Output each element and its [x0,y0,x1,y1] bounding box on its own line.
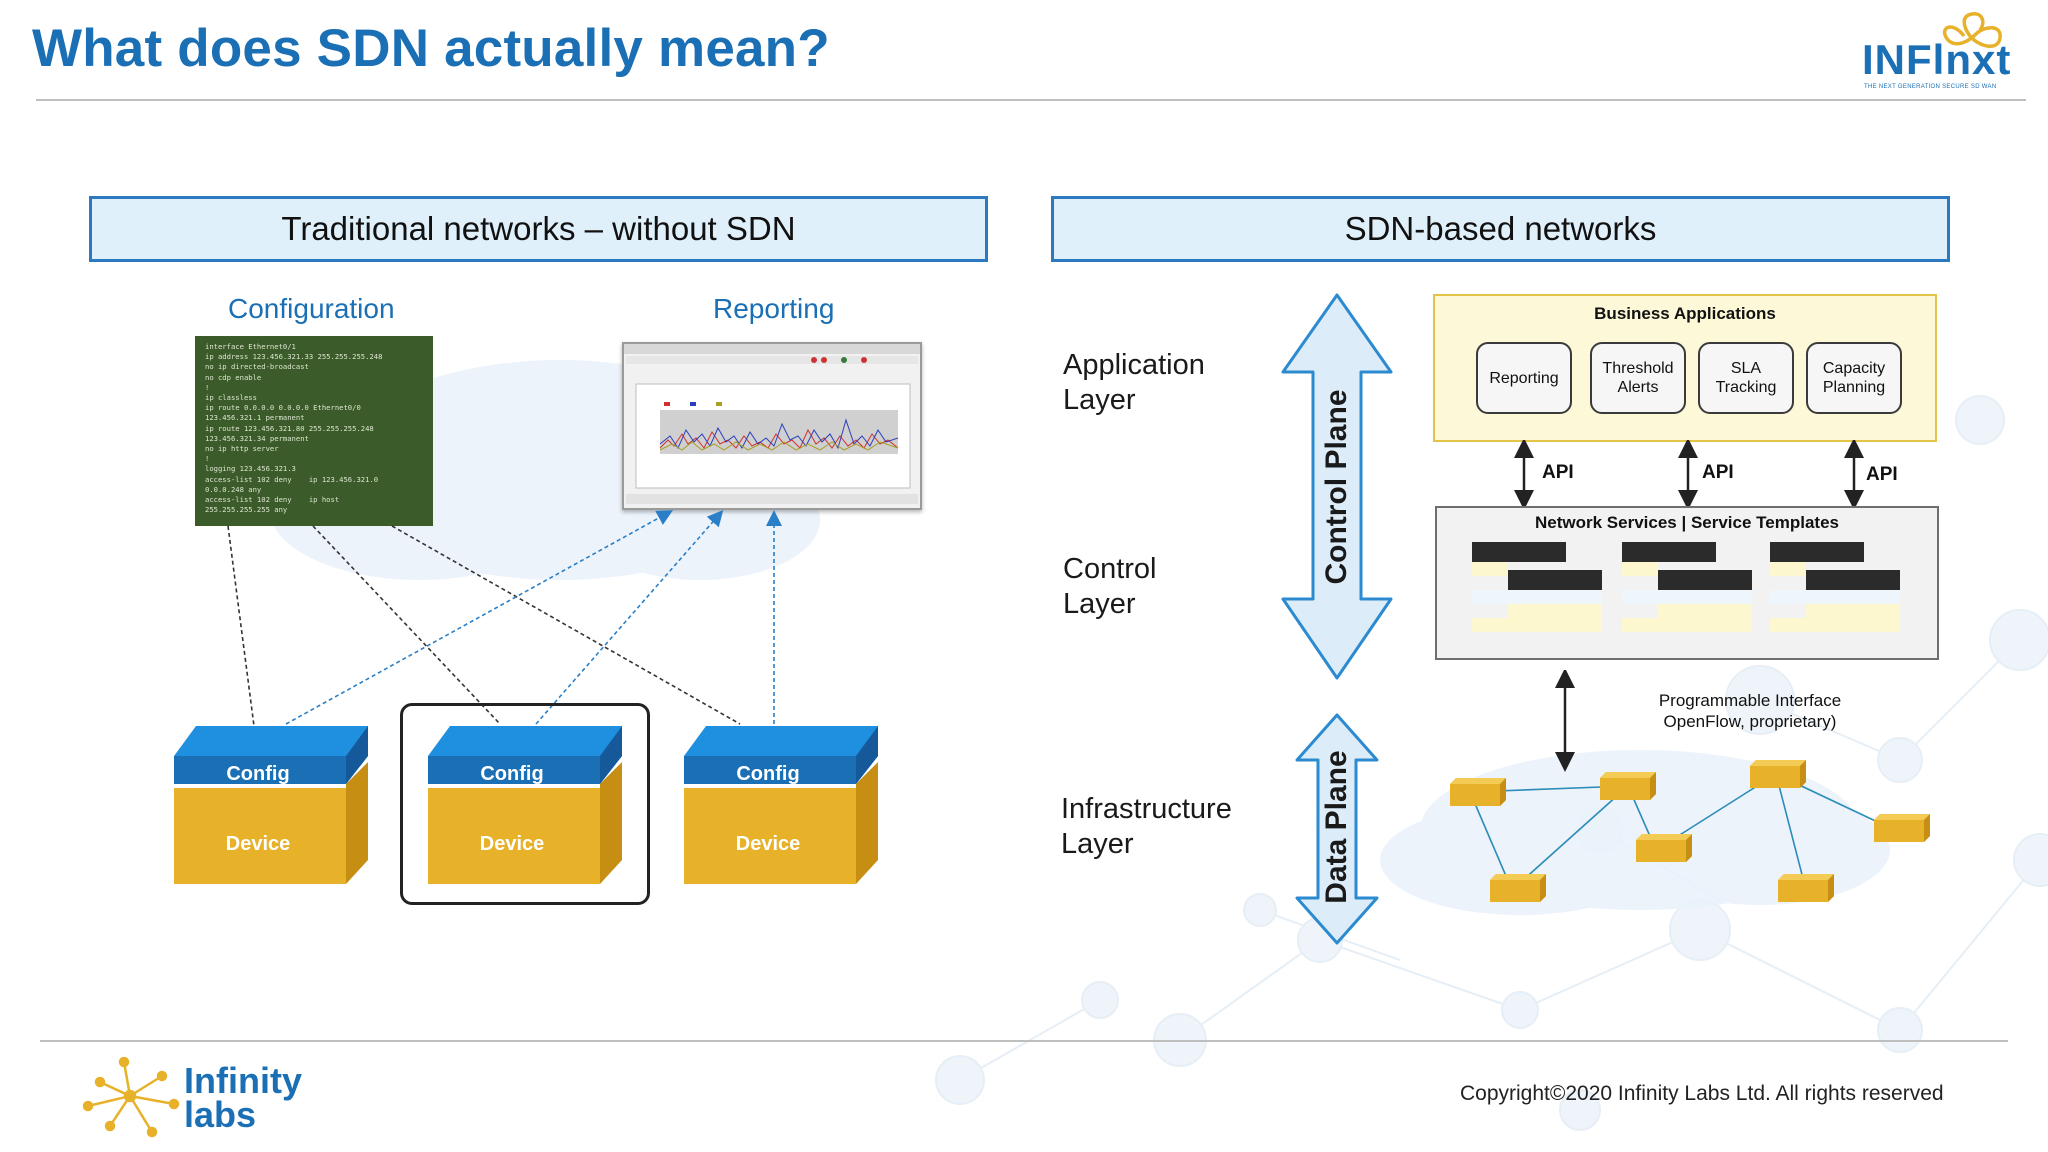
reporting-label: Reporting [713,293,835,324]
config-label: Config [736,763,799,785]
device-cube-2: Config Device [428,726,622,884]
device-label: Device [480,833,545,855]
copyright-text: Copyright©2020 Infinity Labs Ltd. All ri… [1460,1082,1944,1105]
programmable-interface-label: Programmable Interface OpenFlow, proprie… [1658,691,1842,731]
control-plane-arrow [1281,293,1393,680]
data-plane-arrow [1295,713,1379,945]
page-title: What does SDN actually mean? [32,19,830,78]
device-cube-1: Config Device [174,726,368,884]
app-reporting: Reporting [1476,342,1572,414]
infinity-labs-logo: Infinity labs [80,1052,320,1144]
infinity-labs-wordmark: Infinity labs [184,1060,302,1135]
business-applications-title: Business Applications [1594,304,1776,323]
api-label-2: API [1702,462,1734,483]
device-label: Device [226,833,291,855]
device-cube-3: Config Device [684,726,878,884]
api-label-3: API [1866,464,1898,485]
footer-divider [40,1040,2008,1042]
data-plane-network [1450,760,1930,902]
infinity-loop-icon [1942,12,2002,48]
control-layer-label: Control Layer [1063,553,1157,620]
service-templates-graphic [1472,542,1900,632]
data-plane-label: Data Plane [1320,750,1353,904]
traditional-networks-header: Traditional networks – without SDN [89,196,988,262]
application-layer-label: Application Layer [1063,349,1205,416]
traditional-connections [227,509,782,727]
inflnxt-wordmark: INFlnxt [1862,36,2012,83]
reporting-screenshot [622,342,922,510]
config-label: Config [480,763,543,785]
sdn-networks-header: SDN-based networks [1051,196,1950,262]
device-highlight-frame [400,703,650,905]
inflnxt-tagline: THE NEXT GENERATION SECURE SD WAN [1864,84,1997,90]
network-services-title: Network Services | Service Templates [1535,513,1839,532]
inflnxt-logo: INFlnxt THE NEXT GENERATION SECURE SD WA… [1852,6,2012,94]
config-label: Config [226,763,289,785]
infrastructure-layer-label: Infrastructure Layer [1061,793,1232,860]
device-label: Device [736,833,801,855]
title-divider [36,99,2026,101]
programmable-interface-arrow [1555,670,1575,772]
reporting-chart-graphic [624,344,920,504]
control-plane-label: Control Plane [1320,389,1353,585]
api-label-1: API [1542,462,1574,483]
configuration-label: Configuration [228,293,395,324]
infinity-labs-star-icon [82,1056,180,1138]
config-terminal: interface Ethernet0/1 ip address 123.456… [195,336,433,526]
api-arrows [1514,440,1864,510]
